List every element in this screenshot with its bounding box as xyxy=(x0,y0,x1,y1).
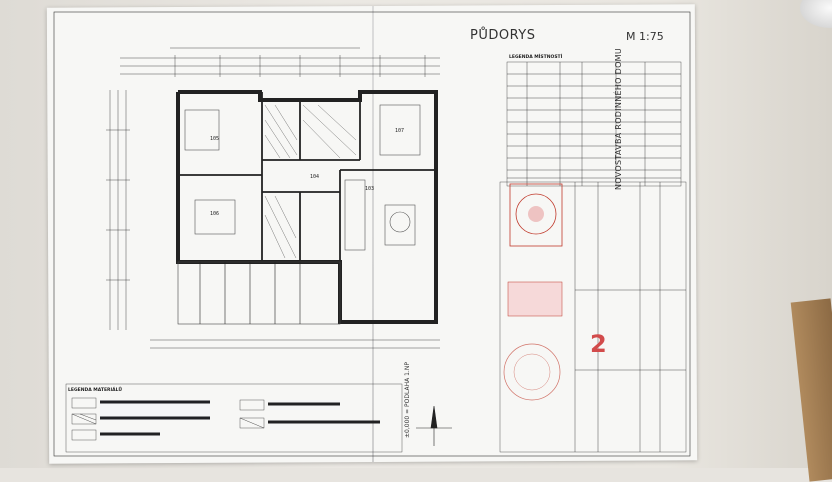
paper-fold xyxy=(372,6,374,462)
room-number: 105 xyxy=(210,136,219,142)
room-legend-title: LEGENDA MÍSTNOSTÍ xyxy=(509,55,563,60)
sheet-title: PŮDORYS xyxy=(470,28,536,43)
sheet-number: 2 xyxy=(590,330,607,358)
floor-plan-drawing: 105 107 106 104 103 xyxy=(53,11,691,457)
drawing-title: NOVOSTAVBA RODINNÉHO DOMU xyxy=(614,47,623,190)
room-number: 106 xyxy=(210,211,219,217)
north-arrow-icon xyxy=(416,405,452,446)
room-number: 104 xyxy=(310,174,319,180)
material-legend-text-lines xyxy=(100,400,380,436)
stamp xyxy=(503,281,563,401)
sheet-scale: M 1:75 xyxy=(626,30,664,43)
stamp xyxy=(509,183,563,247)
section-label: ±0,000 = PODLAHA 1.NP xyxy=(404,362,411,438)
title-block xyxy=(499,181,687,453)
material-legend xyxy=(65,383,403,453)
room-legend-table xyxy=(506,61,682,187)
material-legend-title: LEGENDA MATERIÁLŮ xyxy=(68,388,122,393)
room-number: 103 xyxy=(365,186,374,192)
room-number: 107 xyxy=(395,128,404,134)
